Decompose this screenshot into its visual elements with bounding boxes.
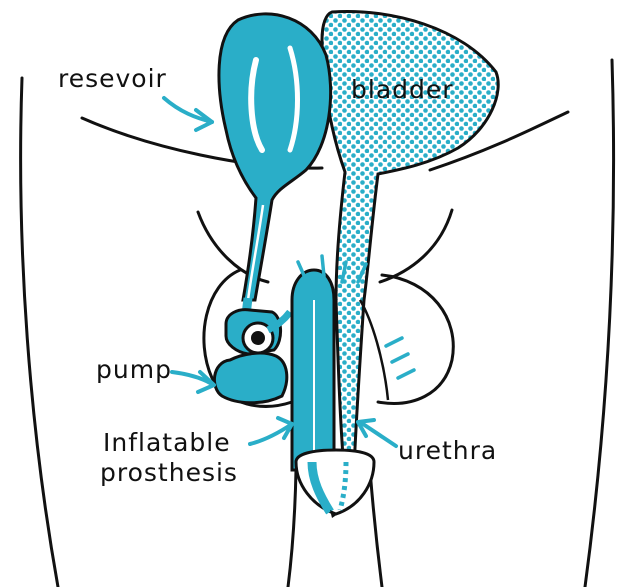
prosthesis-arrow bbox=[250, 418, 292, 444]
reservoir-label: resevoir bbox=[58, 64, 167, 93]
prosthesis-label-line2: prosthesis bbox=[100, 458, 238, 487]
reservoir bbox=[219, 14, 331, 300]
reservoir-arrow bbox=[164, 98, 212, 130]
glans bbox=[296, 450, 374, 518]
urethra-label: urethra bbox=[398, 436, 497, 465]
pump-label: pump bbox=[96, 355, 172, 384]
pump bbox=[214, 310, 290, 403]
pump-arrow bbox=[172, 372, 214, 392]
prosthesis-label-line1: Inflatable bbox=[103, 428, 231, 457]
inflatable-prosthesis bbox=[292, 270, 334, 470]
urethra-arrow bbox=[358, 420, 396, 446]
bladder-label: bladder bbox=[351, 75, 454, 104]
